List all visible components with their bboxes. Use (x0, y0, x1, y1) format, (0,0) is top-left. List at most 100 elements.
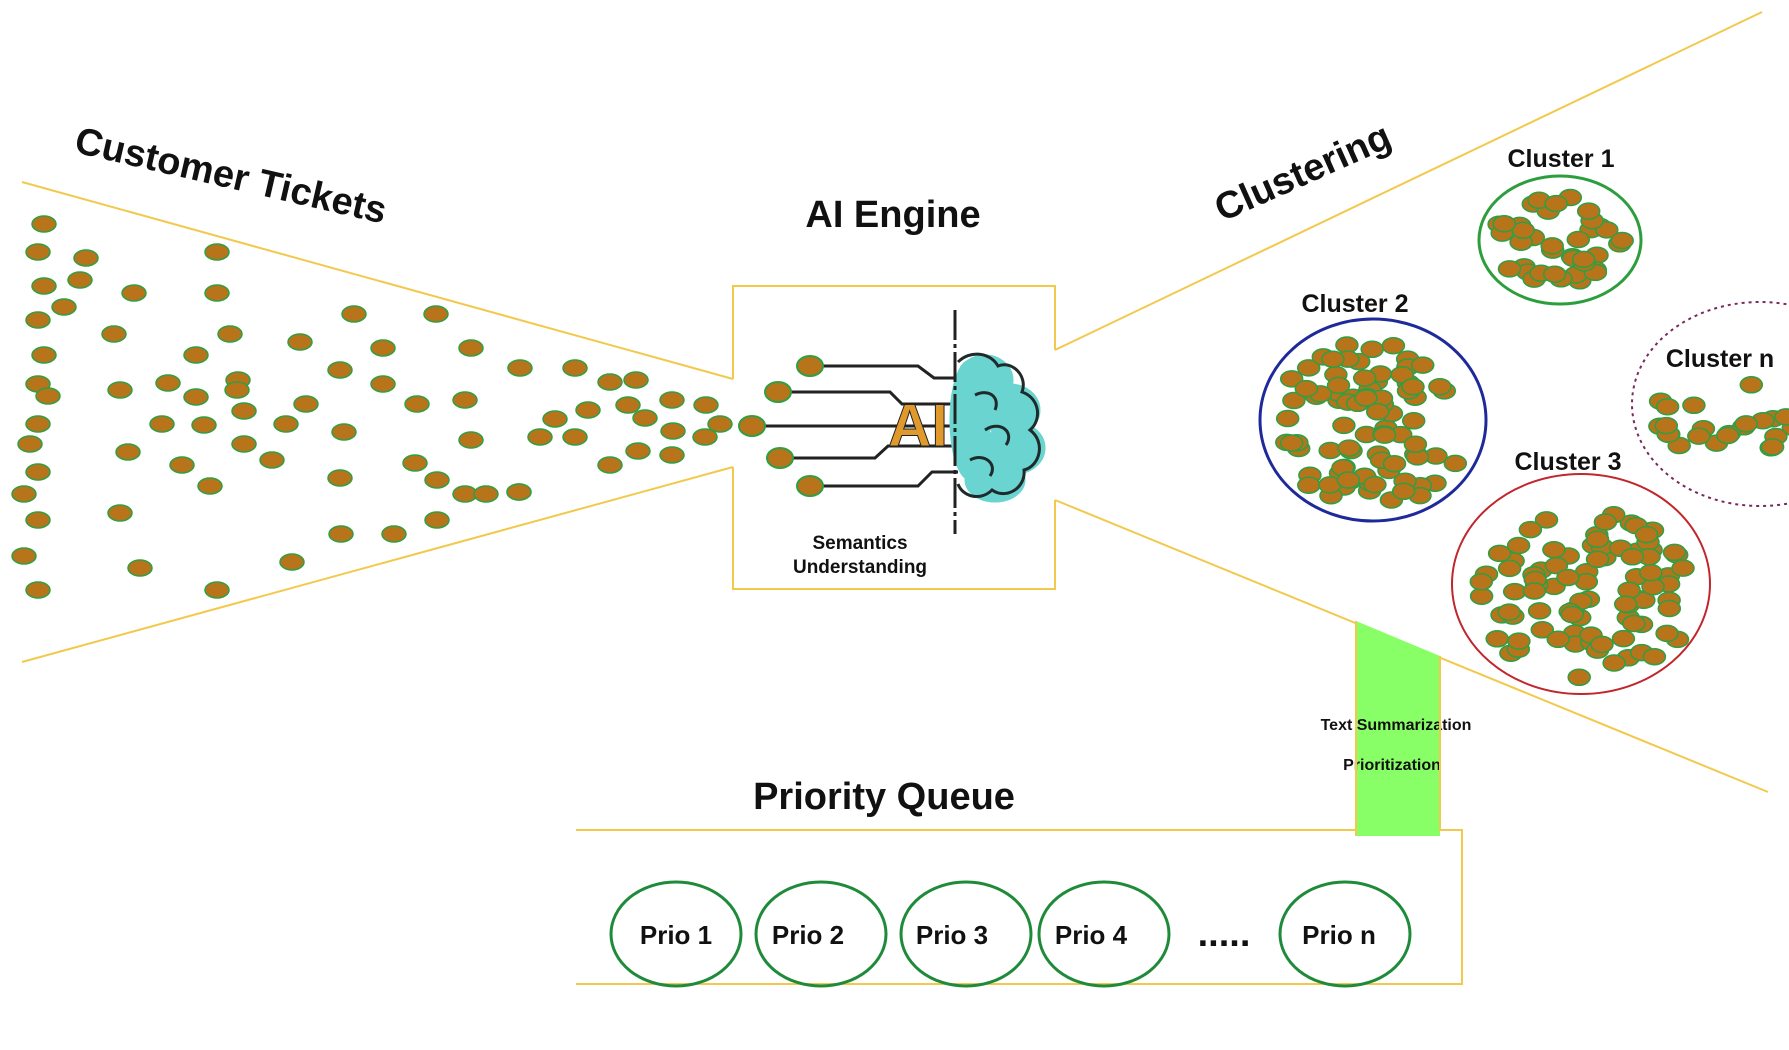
cluster-ticket-dot (1544, 556, 1569, 575)
cluster-2-ring (1258, 317, 1488, 523)
ticket-dot (204, 581, 230, 599)
ticket-dot (183, 346, 209, 364)
prio-1-ring (609, 880, 743, 988)
ticket-dot (632, 409, 658, 427)
ticket-dot (25, 243, 51, 261)
cluster-ticket-dot (1390, 366, 1414, 384)
cluster-ticket-dot (1518, 520, 1543, 539)
cluster-ticket-dot (1381, 336, 1406, 355)
cluster-ticket-dot (1739, 376, 1764, 394)
cluster-3-label: Cluster 3 (1515, 448, 1622, 476)
ticket-dot (707, 415, 733, 433)
ticket-dot (381, 525, 407, 543)
cluster-ticket-dot (1401, 412, 1426, 430)
cluster-ticket-dot (1542, 540, 1566, 559)
cluster-ticket-dot (1544, 194, 1568, 213)
ticket-dot (424, 471, 450, 489)
cluster-ticket-dot (1556, 568, 1580, 587)
ai-logo-text: AI (888, 392, 948, 459)
cluster-ticket-dot (1497, 559, 1522, 578)
cluster-ticket-dot (1507, 632, 1531, 650)
ticket-dot (217, 325, 243, 343)
cluster-ticket-dot (1655, 397, 1680, 416)
ticket-dot (31, 215, 57, 233)
cluster-ticket-dot (1620, 548, 1645, 566)
ticket-dot (341, 305, 367, 323)
prioritization-label: Prioritization (1343, 757, 1441, 774)
cluster-ticket-dot (1326, 376, 1351, 395)
ticket-dot (328, 525, 354, 543)
ticket-dot (402, 454, 428, 472)
cluster-ticket-dot (1534, 511, 1559, 529)
cluster-3-ring (1451, 473, 1711, 695)
cluster-ticket-dot (1671, 559, 1695, 577)
ticket-dot (327, 469, 353, 487)
prio-n-label: Prio n (1302, 920, 1376, 950)
cluster-ticket-dot (1354, 389, 1378, 407)
cluster-ticket-dot (1279, 434, 1304, 452)
ticket-dot (231, 435, 257, 453)
ticket-dot (11, 547, 37, 565)
prio-2-label: Prio 2 (772, 920, 844, 950)
ticket-dot (107, 381, 133, 399)
ticket-dot (279, 553, 305, 571)
cluster-ticket-dot (1611, 629, 1636, 648)
cluster-ticket-dot (1469, 573, 1494, 591)
ticket-dot (473, 485, 499, 503)
ai-engine-box (732, 285, 1056, 590)
ticket-dot (155, 374, 181, 392)
ai-brain-icon: AI (738, 310, 1046, 534)
cluster-ticket-dot (1492, 215, 1516, 233)
cluster-ticket-dot (1511, 221, 1535, 240)
ticket-dot (101, 325, 127, 343)
cluster-ticket-dot (1682, 396, 1706, 415)
cluster-ticket-dot (1760, 438, 1785, 456)
ticket-dot (575, 401, 601, 419)
cluster-ticket-dot (1540, 237, 1564, 255)
priority-queue-title: Priority Queue (753, 776, 1015, 818)
cluster-ticket-dot (1506, 536, 1531, 555)
cluster-ticket-dot (1332, 416, 1356, 435)
prio-2-ring (754, 880, 888, 988)
cluster-ticket-dot (1657, 599, 1682, 618)
prio-4-ring (1037, 880, 1171, 988)
ticket-funnel (21, 181, 734, 663)
ticket-dot (204, 284, 230, 302)
cluster-ticket-dot (1593, 513, 1618, 531)
cluster-ticket-dot (1382, 454, 1407, 473)
cluster-ticket-dot (1774, 408, 1789, 426)
cluster-1-label: Cluster 1 (1508, 145, 1615, 173)
engine-caption-line2: Understanding (793, 557, 927, 578)
cluster-ticket-dot (1401, 378, 1425, 396)
ticket-dot (149, 415, 175, 433)
ticket-dot (615, 396, 641, 414)
ticket-dot (597, 456, 623, 474)
cluster-ticket-dot (1613, 595, 1638, 613)
engine-caption-line1: Semantics (812, 533, 907, 554)
ticket-dot (121, 284, 147, 302)
cluster-ticket-dot (1576, 202, 1601, 220)
cluster-ticket-dot (1352, 369, 1377, 387)
cluster-ticket-dot (1391, 482, 1416, 501)
cluster-ticket-dot (1410, 356, 1435, 374)
ticket-dot (506, 483, 532, 501)
priority-items: Prio 1 Prio 2 Prio 3 Prio 4 ..... Prio n (609, 880, 1412, 988)
ticket-dot (562, 359, 588, 377)
cluster-ticket-dot (1522, 582, 1547, 600)
ticket-dot (370, 375, 396, 393)
prio-ellipsis: ..... (1198, 913, 1251, 955)
cluster-ticket-dot (1654, 416, 1679, 435)
cluster-ticket-dot (1403, 435, 1428, 454)
cluster-ticket-dot (1336, 471, 1361, 489)
ticket-dot (331, 423, 357, 441)
cluster-ticket-dot (1610, 231, 1634, 250)
cluster-ticket-dot (1687, 427, 1711, 445)
cluster-ticket-dot (1469, 587, 1494, 605)
cluster-ticket-dot (1590, 635, 1614, 654)
cluster-ticket-dot (1527, 602, 1552, 620)
cluster-ticket-dot (1275, 409, 1300, 428)
ticket-dot (562, 428, 588, 446)
cluster-ticket-dot (1487, 544, 1512, 563)
ticket-dot (25, 415, 51, 433)
ticket-dot (458, 339, 484, 357)
